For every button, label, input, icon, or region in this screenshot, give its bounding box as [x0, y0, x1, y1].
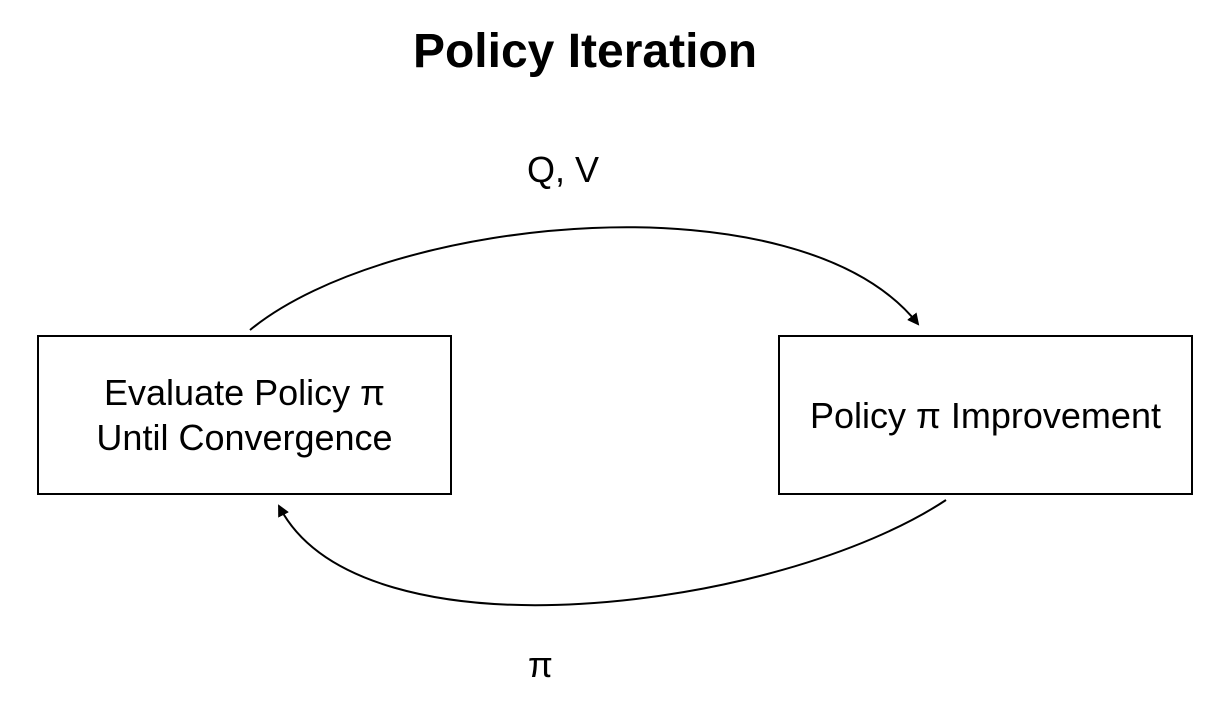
evaluate-policy-line-2: Until Convergence	[96, 417, 393, 458]
arrow-evaluate-to-improvement	[249, 226, 920, 331]
arrow-improvement-to-evaluate	[278, 499, 947, 607]
policy-improvement-label: Policy π Improvement	[810, 394, 1161, 436]
edge-label-q-v: Q, V	[527, 149, 600, 190]
diagram-title: Policy Iteration	[412, 25, 758, 78]
policy-improvement-node: Policy π Improvement	[778, 335, 1193, 495]
evaluate-policy-line-1: Evaluate Policy π	[104, 372, 385, 413]
evaluate-policy-node: Evaluate Policy π Until Convergence	[37, 335, 452, 495]
edge-label-pi: π	[528, 644, 553, 685]
